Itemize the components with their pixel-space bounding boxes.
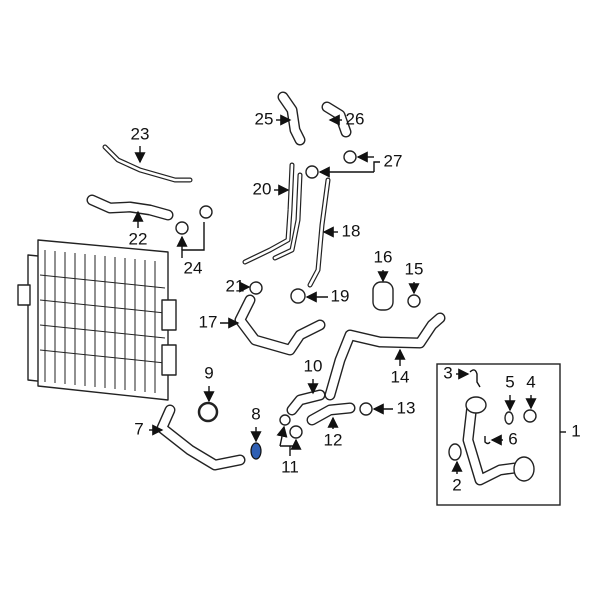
callout-24[interactable]: 24	[184, 258, 203, 277]
callout-10[interactable]: 10	[304, 356, 323, 375]
part-8-seal-highlighted[interactable]	[250, 442, 262, 460]
callout-27[interactable]: 27	[384, 151, 403, 170]
callout-6[interactable]: 6	[508, 429, 517, 448]
callout-26[interactable]: 26	[346, 109, 365, 128]
part-20-pipe[interactable]	[242, 162, 303, 265]
leader-lines	[132, 114, 566, 474]
part-25-hose[interactable]	[277, 91, 306, 146]
inset-assembly-box	[436, 363, 561, 506]
callout-7[interactable]: 7	[134, 419, 143, 438]
part-22-hose[interactable]	[86, 194, 174, 221]
callout-1[interactable]: 1	[571, 421, 580, 440]
callout-21[interactable]: 21	[226, 276, 245, 295]
callout-13[interactable]: 13	[397, 398, 416, 417]
callout-17[interactable]: 17	[199, 312, 218, 331]
callout-3[interactable]: 3	[443, 363, 452, 382]
callout-8[interactable]: 8	[251, 404, 260, 423]
callout-20[interactable]: 20	[253, 179, 272, 198]
radiator[interactable]	[17, 239, 177, 401]
callout-5[interactable]: 5	[505, 372, 514, 391]
part-27-clamps[interactable]	[305, 150, 357, 179]
callout-2[interactable]: 2	[452, 475, 461, 494]
callout-11[interactable]: 11	[281, 457, 299, 476]
part-15-clamp[interactable]	[407, 294, 421, 308]
part-9-o-ring[interactable]	[197, 401, 219, 423]
callout-25[interactable]: 25	[255, 109, 274, 128]
callout-22[interactable]: 22	[129, 229, 148, 248]
part-23-pipe[interactable]	[102, 144, 193, 183]
callout-16[interactable]: 16	[374, 247, 393, 266]
part-26-hose[interactable]	[321, 101, 352, 138]
part-17-pipe[interactable]	[234, 294, 326, 356]
part-11-clamps[interactable]	[279, 414, 303, 439]
part-24-clamps[interactable]	[175, 205, 213, 235]
callout-14[interactable]: 14	[391, 367, 410, 386]
callout-9[interactable]: 9	[204, 363, 213, 382]
part-21-clamp[interactable]	[249, 281, 263, 295]
part-18-pipe[interactable]	[307, 177, 331, 288]
part-12-hose[interactable]	[306, 402, 356, 426]
part-14-pipe[interactable]	[324, 312, 446, 401]
part-19-clamp[interactable]	[290, 288, 306, 304]
part-16-filter[interactable]	[372, 281, 394, 311]
callout-labels: 1 2 3 4 5 6 7 8 9 10 11 12 13 14 15 16 1…	[129, 109, 581, 494]
callout-19[interactable]: 19	[331, 286, 350, 305]
callout-4[interactable]: 4	[526, 372, 535, 391]
callout-15[interactable]: 15	[405, 259, 424, 278]
part-7-pipe[interactable]	[156, 404, 246, 471]
callout-12[interactable]: 12	[324, 430, 343, 449]
callout-18[interactable]: 18	[342, 221, 361, 240]
part-13-clamp[interactable]	[359, 402, 373, 416]
part-10-hose[interactable]	[286, 389, 326, 416]
callout-23[interactable]: 23	[131, 124, 150, 143]
